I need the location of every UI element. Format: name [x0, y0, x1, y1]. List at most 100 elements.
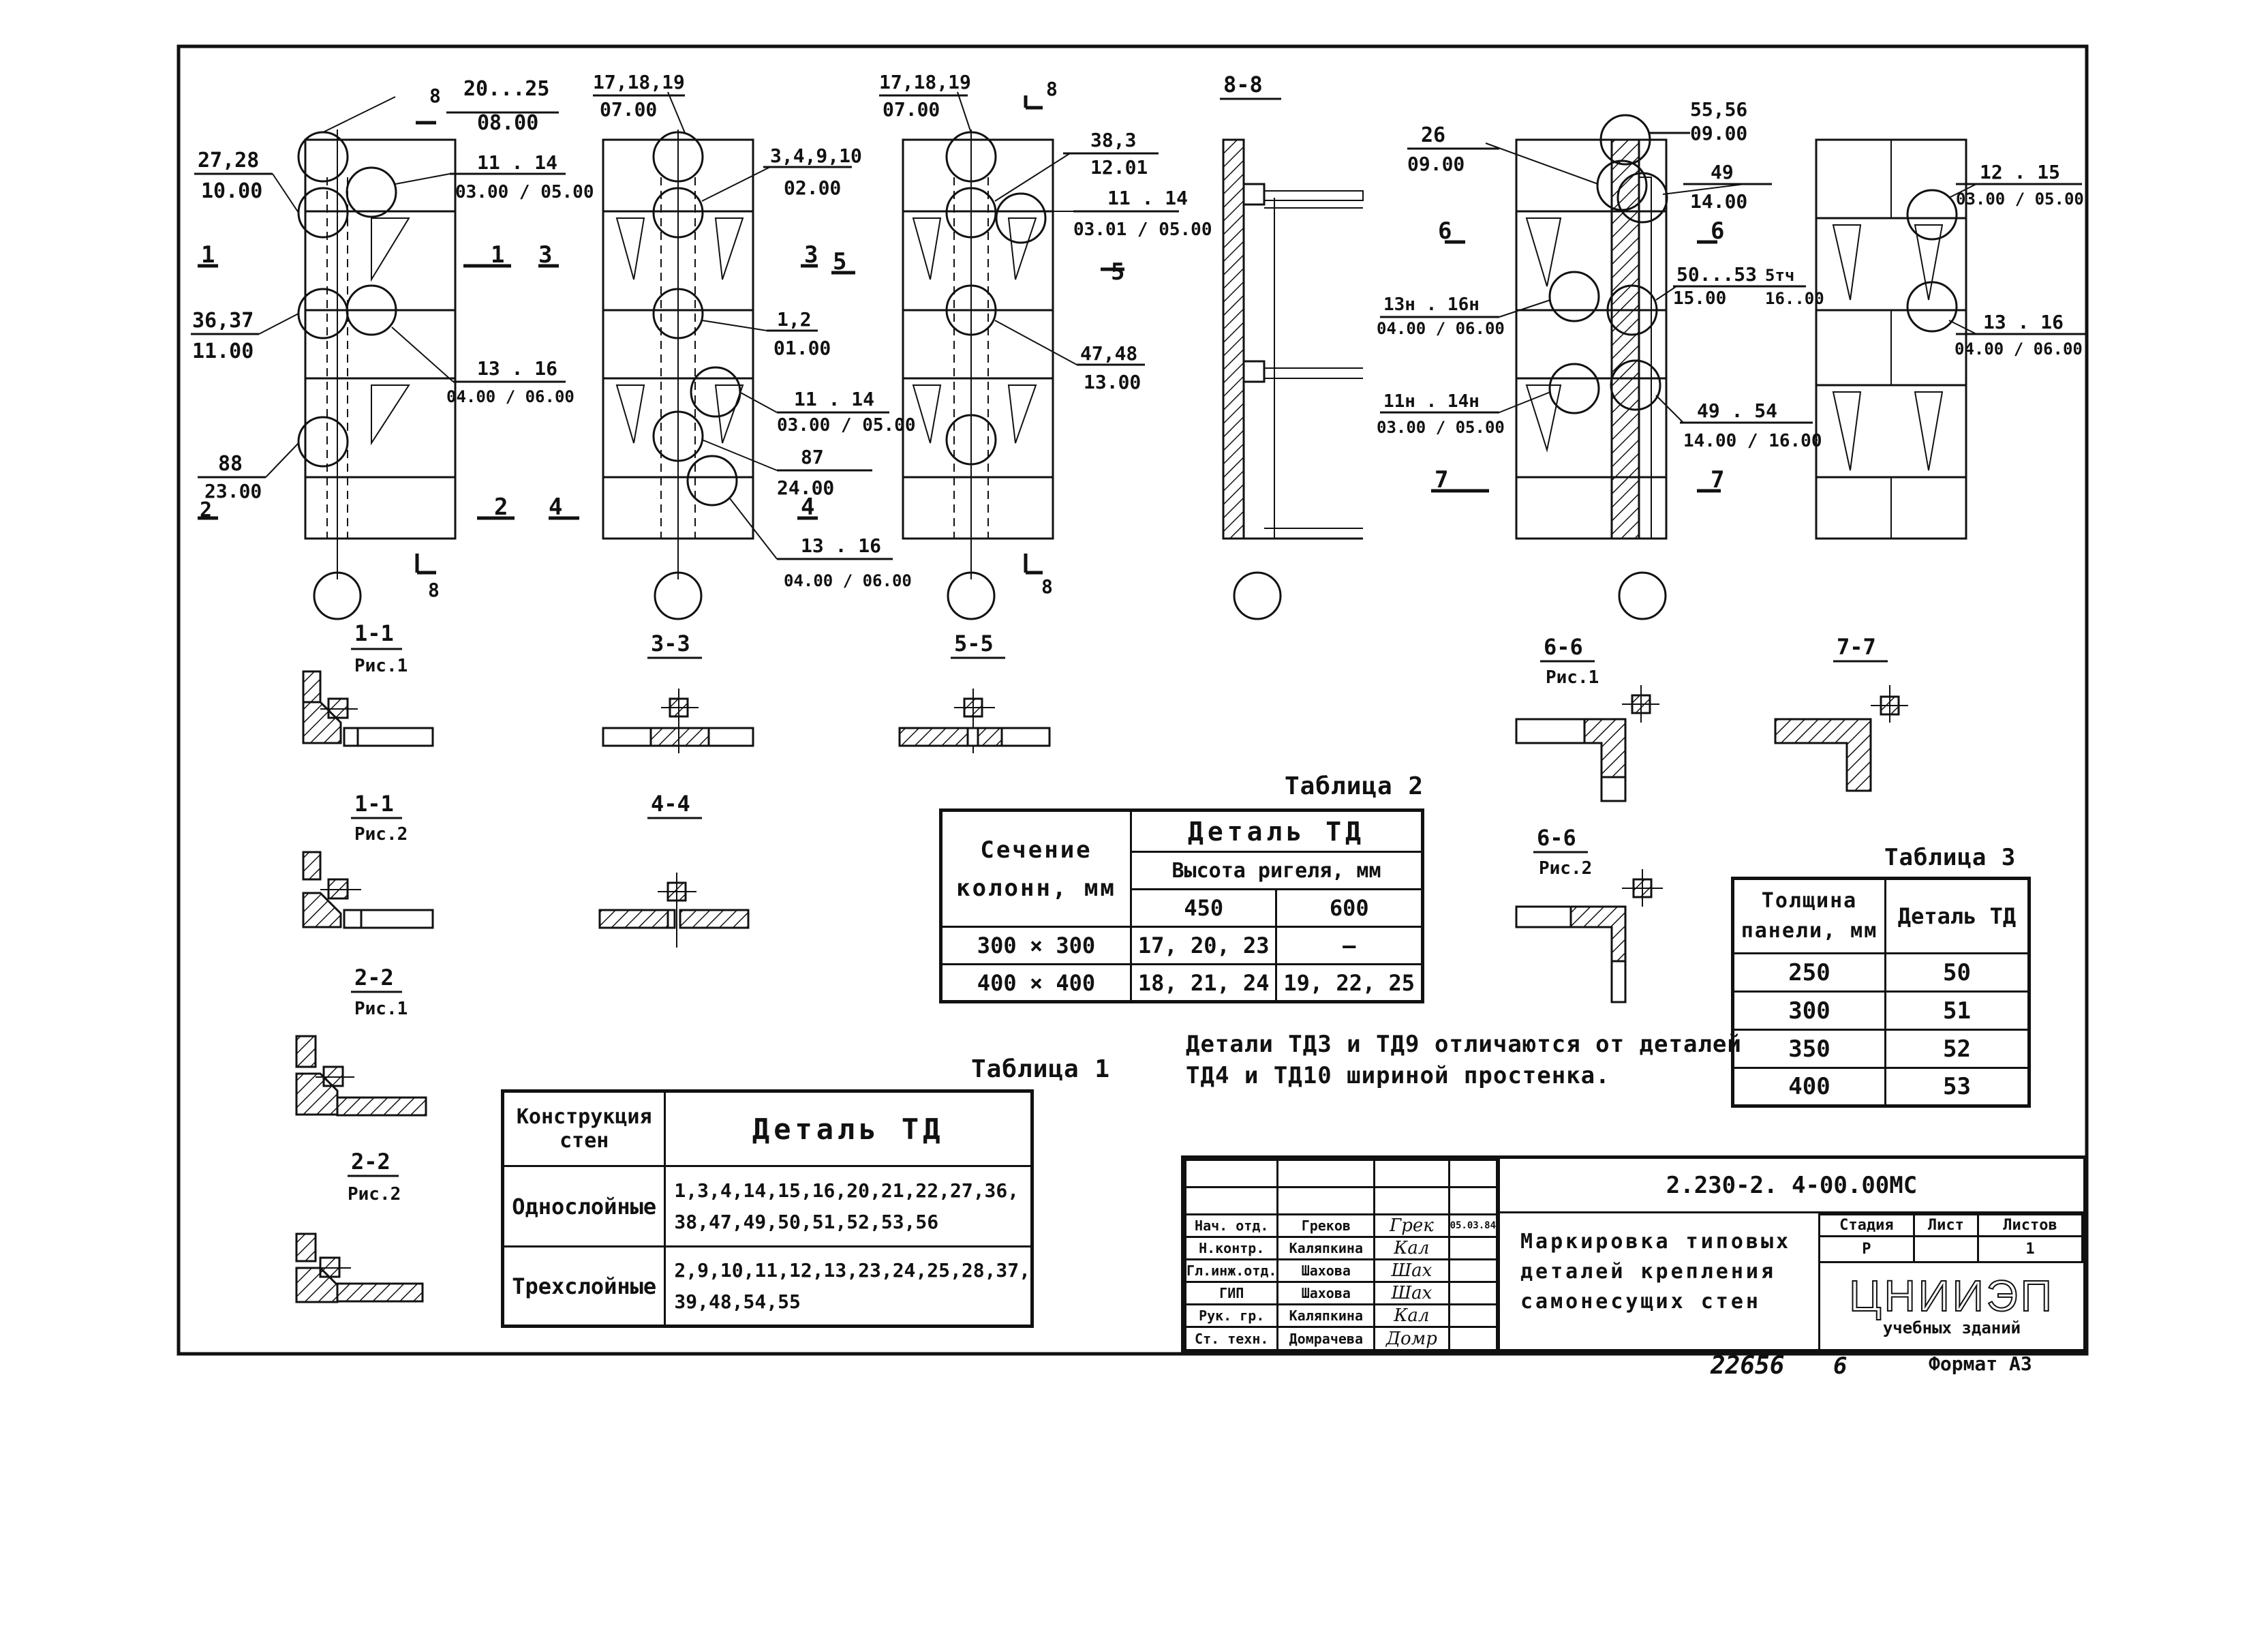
e5-callout-2-top: 26 [1421, 123, 1445, 147]
e1-callout-3-top: 11 . 14 [477, 151, 557, 174]
section-6-6-fig2-sub: Рис.2 [1539, 858, 1592, 879]
section-1-1-fig2-title: 1-1 [354, 791, 394, 817]
e2-mark-3-right: 3 [804, 241, 818, 269]
e5-mark-6-right: 6 [1711, 217, 1724, 245]
table1-row2-line1: 2,9,10,11,12,13,23,24,25,28,37, [674, 1258, 1030, 1282]
table2-title: Таблица 2 [1285, 772, 1424, 800]
table2-row1-450: 17, 20, 23 [1129, 926, 1278, 966]
archive-number: 22656 [1710, 1352, 1784, 1380]
drawing-title-line-3: самонесущих стен [1520, 1290, 1761, 1314]
elevation-6: 12 . 15 03.00 / 05.00 13 . 16 04.00 / 06… [1815, 138, 2085, 540]
e3-callout-2-top: 38,3 [1090, 129, 1136, 151]
role-5: Рук. гр. [1184, 1303, 1279, 1328]
e3-mark-8-bot: 8 [1041, 575, 1053, 598]
table3-row4-detail: 53 [1884, 1067, 2030, 1107]
e1-callout-2-top: 27,28 [198, 149, 259, 172]
e2-callout-5-bot: 24.00 [777, 476, 834, 499]
drawing-title-line-1: Маркировка типовых [1520, 1230, 1792, 1254]
table-2: Сечение колонн, мм Деталь ТД Высота риге… [939, 808, 1424, 1003]
role-2: Н.контр. [1184, 1236, 1279, 1260]
role-1: Нач. отд. [1184, 1213, 1279, 1238]
section-1-1-fig1-title: 1-1 [354, 620, 394, 646]
name-2: Каляпкина [1276, 1236, 1376, 1260]
elevation-2: 17,18,19 07.00 3,4,9,10 02.00 1,2 01.00 … [538, 71, 916, 620]
role-6: Ст. техн. [1184, 1326, 1279, 1351]
e1-callout-1-top: 20...25 [463, 77, 549, 101]
section-1-1-fig2-sub: Рис.2 [354, 824, 408, 845]
e3-mark-5-right: 5 [1111, 258, 1124, 286]
section-6-6-fig1-sub: Рис.1 [1546, 667, 1599, 688]
section-6-6-fig2: 6-6 Рис.2 [1515, 825, 1663, 1003]
e3-callout-3-top: 11 . 14 [1107, 187, 1188, 209]
organization-block: ЦНИИЭП учебных зданий [1818, 1261, 2083, 1349]
e1-callout-5-top: 13 . 16 [477, 357, 557, 380]
e5-mark-7-left: 7 [1435, 466, 1448, 494]
archive-page: 6 [1833, 1352, 1847, 1380]
e2-mark-3-left: 3 [538, 241, 552, 269]
e3-mark-5-left: 5 [833, 248, 846, 275]
e5-callout-4-bot: 15.00 [1673, 288, 1726, 309]
e5-callout-3-bot: 14.00 [1690, 190, 1747, 213]
name-4: Шахова [1276, 1281, 1376, 1305]
e5-callout-4-top: 50...53 [1676, 263, 1757, 286]
elevation-3: 17,18,19 07.00 38,3 12.01 11 . 14 03.01 … [831, 71, 1212, 620]
section-7-7: 7-7 [1774, 634, 1908, 792]
section-8-8: 8-8 [1220, 72, 1364, 620]
e5-callout-8-bot: 14.00 / 16.00 [1683, 431, 1822, 451]
table1-row2-line2: 39,48,54,55 [674, 1290, 801, 1313]
e6-callout-1-top: 12 . 15 [1980, 161, 2060, 183]
e6-callout-2-top: 13 . 16 [1983, 311, 2064, 333]
table1-row1-line2: 38,47,49,50,51,52,53,56 [674, 1210, 939, 1233]
table3-title: Таблица 3 [1884, 844, 2017, 871]
section-2-2-fig2-sub: Рис.2 [348, 1184, 401, 1205]
e1-callout-3-bot: 03.00 / 05.00 [455, 182, 594, 202]
sheets-label: Листов [1977, 1213, 2083, 1237]
section-1-1-fig1-sub: Рис.1 [354, 656, 408, 676]
name-3: Шахова [1276, 1258, 1376, 1283]
table2-head-height: Высота ригеля, мм [1130, 851, 1424, 891]
e6-callout-1-bot: 03.00 / 05.00 [1956, 190, 2084, 209]
section-5-5: 5-5 [898, 631, 1051, 753]
section-2-2-fig1: 2-2 Рис.1 [295, 965, 427, 1117]
e1-callout-4-top: 36,37 [192, 309, 254, 333]
e5-callout-5-bot: 16..00 [1765, 289, 1824, 308]
section-2-2-fig2-title: 2-2 [351, 1149, 390, 1175]
e1-callout-5-bot: 04.00 / 06.00 [446, 387, 574, 406]
table3-row1-thickness: 250 [1732, 952, 1886, 993]
e2-callout-1-bot: 07.00 [600, 98, 657, 121]
table2-head-600: 600 [1275, 888, 1424, 928]
sheets-value: 1 [1977, 1235, 2083, 1263]
elevation-1: 20...25 08.00 27,28 10.00 11 . 14 03.00 … [191, 77, 594, 620]
drawing-code: 2.230-2. 4-00.00МС [1498, 1159, 2083, 1213]
e1-mark-8-top: 8 [429, 85, 441, 107]
e1-callout-1-bot: 08.00 [477, 111, 538, 135]
e2-mark-4-right: 4 [801, 494, 814, 521]
e5-callout-2-bot: 09.00 [1407, 153, 1465, 175]
table3-head-thickness: Толщина панели, мм [1732, 877, 1886, 954]
e3-callout-4-bot: 13.00 [1084, 371, 1141, 393]
table-1: Конструкция стен Деталь ТД Однослойные 1… [501, 1089, 1034, 1328]
section-2-2-fig1-sub: Рис.1 [354, 999, 408, 1019]
e5-callout-7-bot: 03.00 / 05.00 [1377, 418, 1505, 437]
elevation-5: 55,56 09.00 26 09.00 49 14.00 50...53 15… [1377, 98, 1824, 620]
section-4-4: 4-4 [598, 791, 750, 948]
table2-row2-600: 19, 22, 25 [1275, 963, 1424, 1003]
note-line-2: ТД4 и ТД10 шириной простенка. [1186, 1062, 1610, 1089]
e1-mark-2-right: 2 [494, 494, 508, 521]
drawing-title-line-2: деталей крепления [1520, 1260, 1777, 1284]
e5-callout-7-top: 11н . 14н [1383, 391, 1480, 412]
e5-callout-1-bot: 09.00 [1690, 122, 1747, 145]
role-3: Гл.инж.отд. [1184, 1258, 1279, 1283]
table2-row2-section: 400 × 400 [940, 963, 1132, 1003]
e2-callout-1-top: 17,18,19 [593, 71, 685, 93]
section-3-3-title: 3-3 [651, 631, 690, 656]
note-line-1: Детали ТД3 и ТД9 отличаются от деталей [1186, 1031, 1742, 1058]
role-4: ГИП [1184, 1281, 1279, 1305]
table1-row2-label: Трехслойные [501, 1245, 666, 1327]
e1-mark-1-right: 1 [491, 241, 504, 269]
table3-row2-thickness: 300 [1732, 990, 1886, 1031]
sheet-frame [177, 44, 2089, 1356]
e2-callout-4-bot: 03.00 / 05.00 [777, 415, 916, 436]
